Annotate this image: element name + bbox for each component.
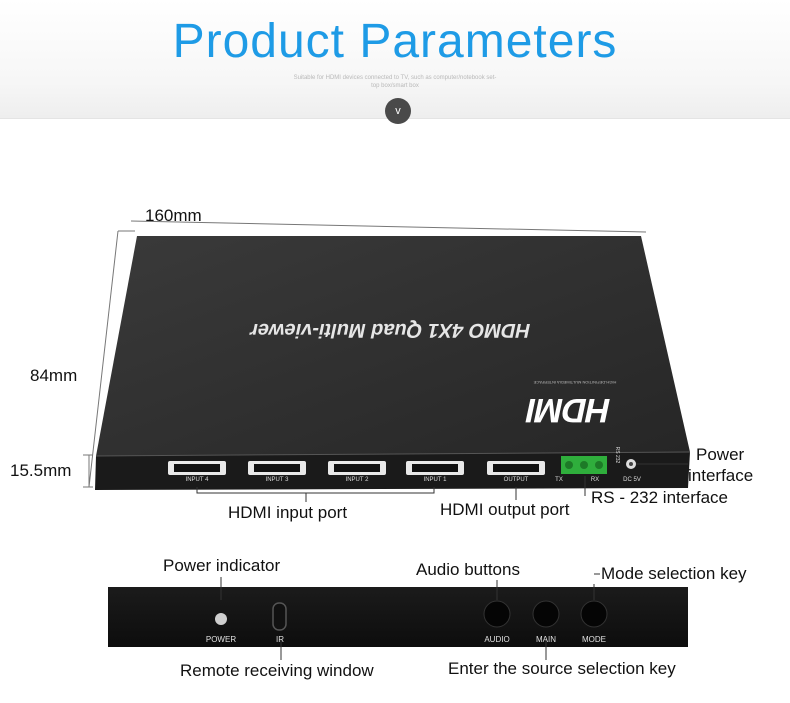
hdmi-ports bbox=[168, 461, 545, 475]
mode-button bbox=[580, 600, 608, 628]
dimension-lines bbox=[83, 220, 647, 488]
device-top-face bbox=[96, 236, 690, 456]
audio-button bbox=[483, 600, 511, 628]
width-dimension: 160mm bbox=[145, 206, 202, 225]
scroll-down-button[interactable]: v bbox=[385, 98, 411, 124]
height-dimension: 15.5mm bbox=[10, 461, 72, 480]
front-label-ir: IR bbox=[276, 635, 284, 644]
hdmi-logo-subtext: HIGH-DEFINITION MULTIMEDIA INTERFACE bbox=[533, 380, 617, 385]
callout-lines bbox=[196, 463, 688, 502]
port-label-rs232: RS 232 bbox=[614, 446, 620, 464]
depth-dimension: 84mm bbox=[30, 366, 78, 385]
callout-power-interface-1: Power bbox=[696, 445, 745, 464]
page-subtitle: Suitable for HDMI devices connected to T… bbox=[293, 75, 497, 89]
ir-window bbox=[272, 602, 287, 631]
callout-audio-buttons: Audio buttons bbox=[416, 560, 520, 579]
port-label-tx: TX bbox=[555, 477, 563, 483]
product-name: HDMO 4X1 Quad Multi-viewer bbox=[247, 319, 533, 341]
callout-hdmi-input: HDMI input port bbox=[228, 503, 348, 522]
front-label-power: POWER bbox=[205, 635, 237, 644]
port-label-input4: INPUT 4 bbox=[185, 477, 209, 483]
page-title: Product Parameters bbox=[172, 15, 618, 68]
callout-power-indicator: Power indicator bbox=[163, 556, 281, 575]
callout-remote-window: Remote receiving window bbox=[180, 661, 374, 680]
callout-power-interface-2: interface bbox=[688, 466, 754, 485]
port-label-input3: INPUT 3 bbox=[265, 477, 289, 483]
front-label-main: MAIN bbox=[536, 635, 556, 644]
power-led bbox=[215, 613, 227, 625]
port-label-rx: RX bbox=[590, 477, 600, 483]
callout-rs232: RS - 232 interface bbox=[591, 488, 729, 507]
port-label-dc5v: DC 5V bbox=[623, 477, 641, 483]
port-label-input2: INPUT 2 bbox=[345, 477, 369, 483]
port-label-output: OUTPUT bbox=[503, 477, 529, 483]
port-label-input1: INPUT 1 bbox=[423, 477, 447, 483]
front-label-audio: AUDIO bbox=[484, 635, 510, 644]
callout-mode-key: Mode selection key bbox=[601, 564, 747, 583]
main-button bbox=[532, 600, 560, 628]
hdmi-logo: HDMI bbox=[522, 391, 614, 429]
rs232-terminal bbox=[561, 456, 607, 474]
callout-source-key: Enter the source selection key bbox=[448, 659, 676, 678]
front-label-mode: MODE bbox=[582, 635, 606, 644]
callout-hdmi-output: HDMI output port bbox=[440, 500, 570, 519]
